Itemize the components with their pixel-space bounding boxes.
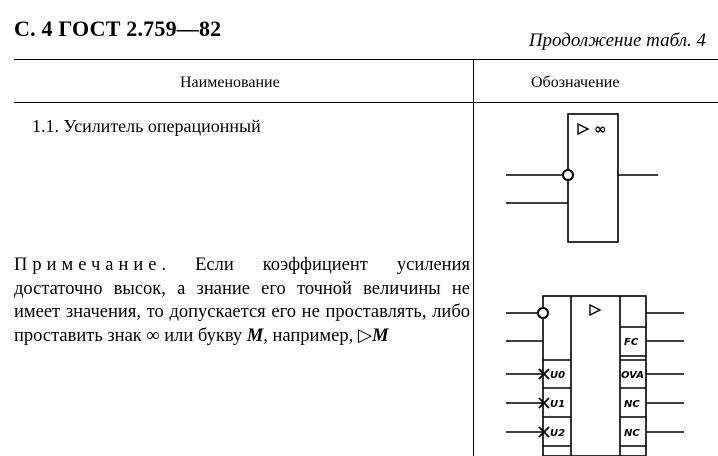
inverting-input-circle	[537, 307, 549, 319]
infinity-icon: ∞	[594, 120, 607, 138]
note-paragraph: Примечание. Если коэффициент усиления до…	[14, 254, 470, 348]
pin-label-u1: U1	[550, 399, 565, 410]
pin-label-ova: OVA	[621, 370, 644, 381]
opamp-symbol-basic: ∞	[506, 113, 658, 243]
pin-label-nc: NC	[624, 399, 640, 410]
note-symbol-m: M	[246, 325, 264, 346]
table-top-rule	[14, 59, 718, 60]
table-header-rule	[14, 102, 718, 103]
analog-pin-cross-icons	[538, 368, 550, 438]
table-continuation-label: Продолжение табл. 4	[528, 30, 706, 51]
amplifier-triangle-icon	[577, 122, 590, 136]
column-header-name: Наименование	[180, 74, 280, 91]
pin-label-fc: FC	[624, 337, 639, 348]
inverting-input-circle	[562, 169, 574, 181]
note-label: Примечание	[14, 255, 162, 275]
column-header-symbol: Обозначение	[531, 74, 620, 91]
opamp-symbol-extended	[506, 295, 684, 456]
amplifier-triangle-icon	[589, 303, 602, 317]
column-divider	[473, 59, 474, 456]
note-example-symbol: ▷M	[357, 325, 389, 346]
pin-label-u2: U2	[550, 428, 565, 439]
pin-label-u0: U0	[550, 370, 565, 381]
opamp-body	[567, 113, 619, 243]
pin-label-nc: NC	[624, 428, 640, 439]
item-title: 1.1. Усилитель операционный	[32, 116, 261, 136]
page-header: С. 4 ГОСТ 2.759—82	[14, 16, 222, 41]
note-text-after: , например,	[263, 325, 358, 346]
note-text: . Если коэффициент усиления достаточно в…	[14, 255, 470, 346]
